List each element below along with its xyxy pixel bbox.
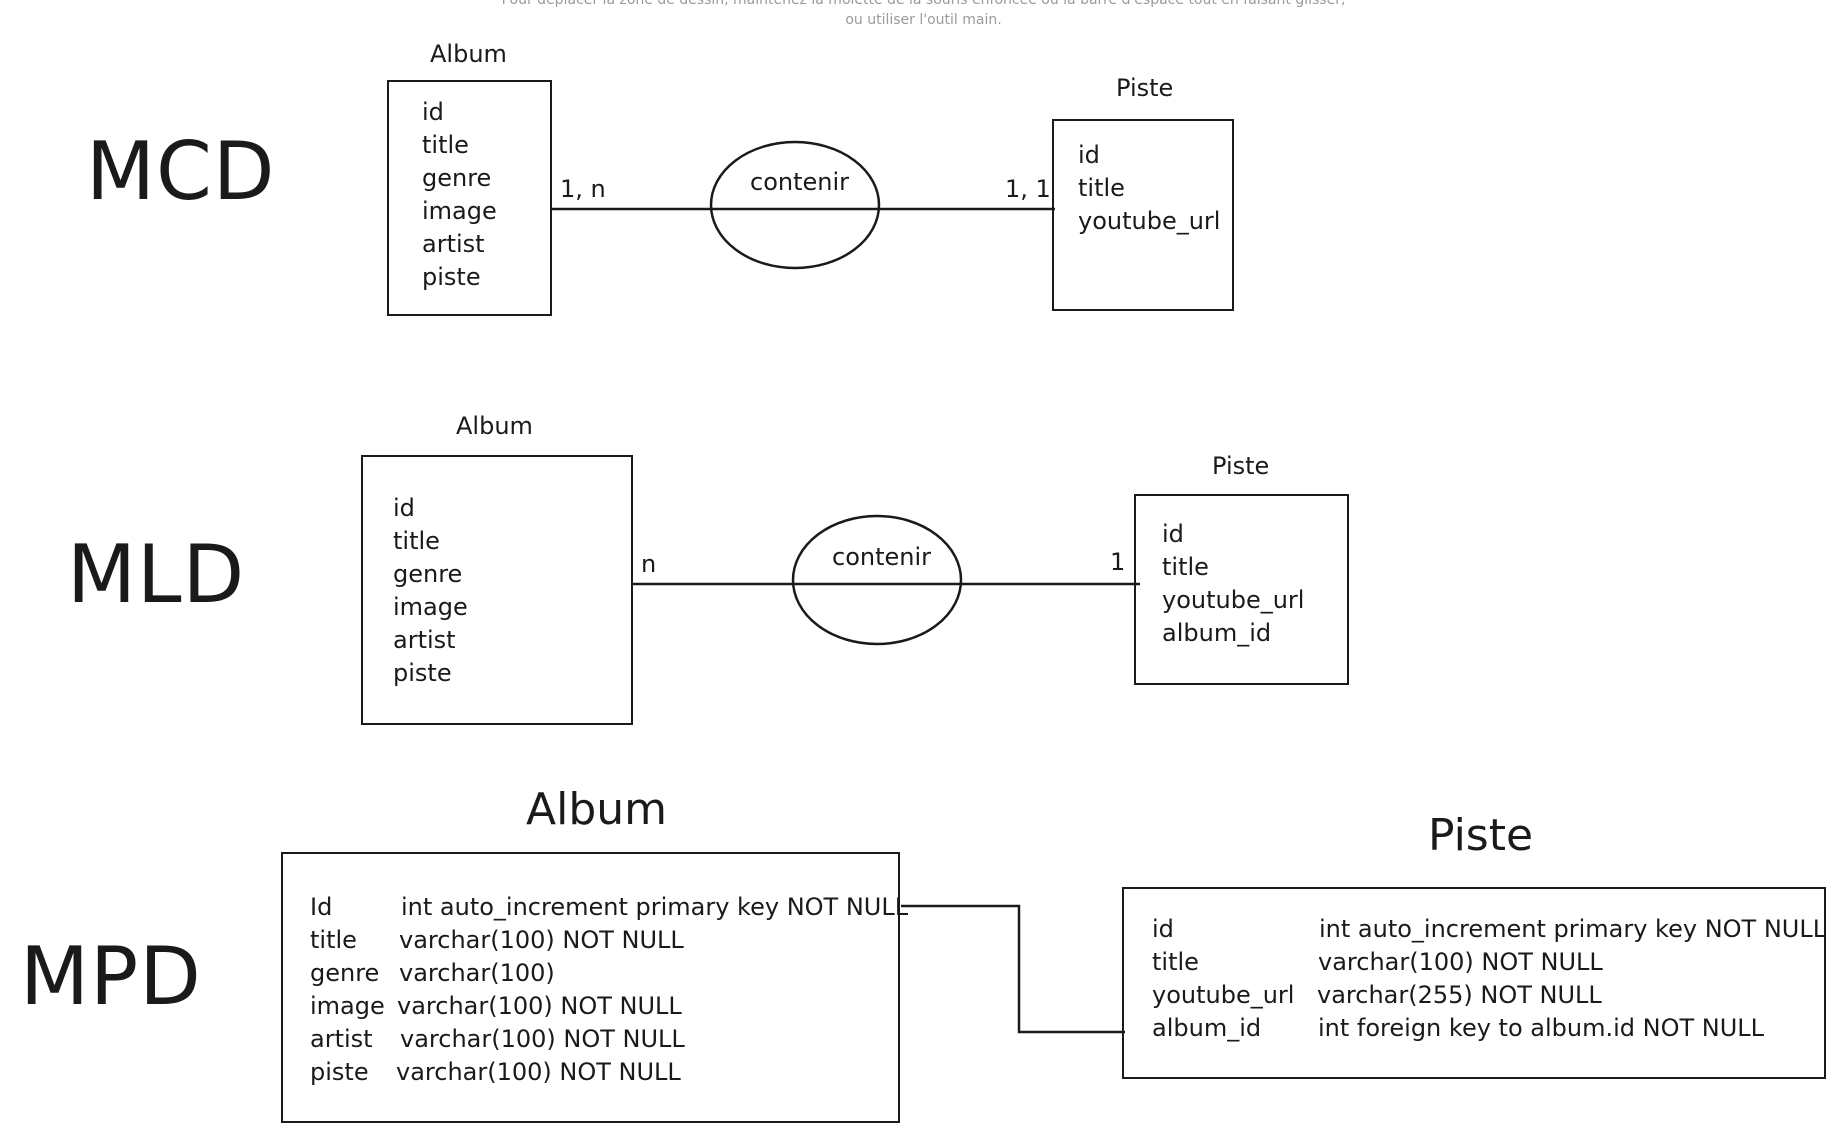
field: title [422,131,469,159]
field: artist [422,230,485,258]
mld-cardinality-piste: 1 [1110,548,1126,576]
field: title [393,527,440,555]
mpd-album-row-type: varchar(100) NOT NULL [396,1058,681,1086]
field: youtube_url [1162,586,1305,614]
field: id [393,494,415,522]
mpd-album-row: image [310,992,385,1020]
mcd-piste-fields: id title youtube_url [1078,139,1220,238]
mcd-album-fields: id title genre image artist piste [422,96,497,294]
mpd-album-row-type: varchar(100) NOT NULL [399,926,684,954]
field: image [422,197,497,225]
mld-association-ellipse [791,514,963,646]
mcd-piste-entity[interactable] [1052,119,1234,311]
field: id [1078,141,1100,169]
mpd-piste-row-type: int foreign key to album.id NOT NULL [1318,1014,1765,1042]
mld-piste-title: Piste [1212,452,1270,480]
field: album_id [1162,619,1272,647]
canvas-hint-line-2: ou utiliser l'outil main. [845,12,1002,28]
mcd-piste-title: Piste [1116,74,1174,102]
field: genre [422,164,492,192]
mpd-piste-row: title [1152,948,1199,976]
mcd-heading: MCD [86,125,276,218]
mpd-album-row: artist [310,1025,373,1053]
mpd-piste-row: album_id [1152,1014,1262,1042]
mld-album-title: Album [456,412,533,440]
field: piste [393,659,452,687]
mpd-album-title: Album [526,784,668,835]
mpd-album-row-type: varchar(100) NOT NULL [397,992,682,1020]
mcd-association-ellipse [709,140,881,270]
mpd-album-row: Id [310,891,332,924]
field: title [1078,174,1125,202]
field: image [393,593,468,621]
mpd-piste-row-type: varchar(100) NOT NULL [1318,948,1603,976]
field: genre [393,560,463,588]
mpd-piste-row: youtube_url [1152,981,1295,1009]
mld-heading: MLD [67,528,246,621]
mld-piste-entity[interactable] [1134,494,1349,685]
mld-cardinality-album: n [641,550,657,578]
mpd-album-row-type: varchar(100) NOT NULL [400,1025,685,1053]
mpd-album-row-type: varchar(100) [399,959,555,987]
mld-album-entity[interactable] [361,455,633,725]
mpd-foreign-key-line [901,904,1125,1034]
mpd-album-row: genre [310,959,380,987]
mpd-album-row-type: int auto_increment primary key NOT NULL [401,893,909,921]
mcd-association-label: contenir [750,168,850,196]
mpd-heading: MPD [20,930,202,1023]
mpd-piste-title: Piste [1428,810,1534,861]
mpd-piste-row-type: varchar(255) NOT NULL [1317,981,1602,1009]
field: artist [393,626,456,654]
mpd-piste-row-type: int auto_increment primary key NOT NULL [1319,915,1827,943]
mcd-cardinality-piste: 1, 1 [1005,175,1051,203]
mld-association-label: contenir [832,543,932,571]
mpd-piste-table[interactable] [1122,887,1826,1079]
field: id [1162,520,1184,548]
mpd-album-row: title [310,926,357,954]
field: id [422,98,444,126]
mpd-album-table[interactable] [281,852,900,1123]
canvas-hint-line-1: Pour déplacer la zone de dessin, mainten… [501,0,1346,8]
mld-piste-fields: id title youtube_url album_id [1162,518,1304,650]
mld-album-fields: id title genre image artist piste [393,492,468,690]
mcd-cardinality-album: 1, n [560,175,606,203]
field: youtube_url [1078,207,1221,235]
mpd-album-row: piste [310,1058,369,1086]
column-name: Id [310,893,333,921]
mcd-album-title: Album [430,40,507,68]
field: piste [422,263,481,291]
mpd-piste-row: id [1152,915,1174,943]
mcd-album-entity[interactable] [387,80,552,316]
field: title [1162,553,1209,581]
